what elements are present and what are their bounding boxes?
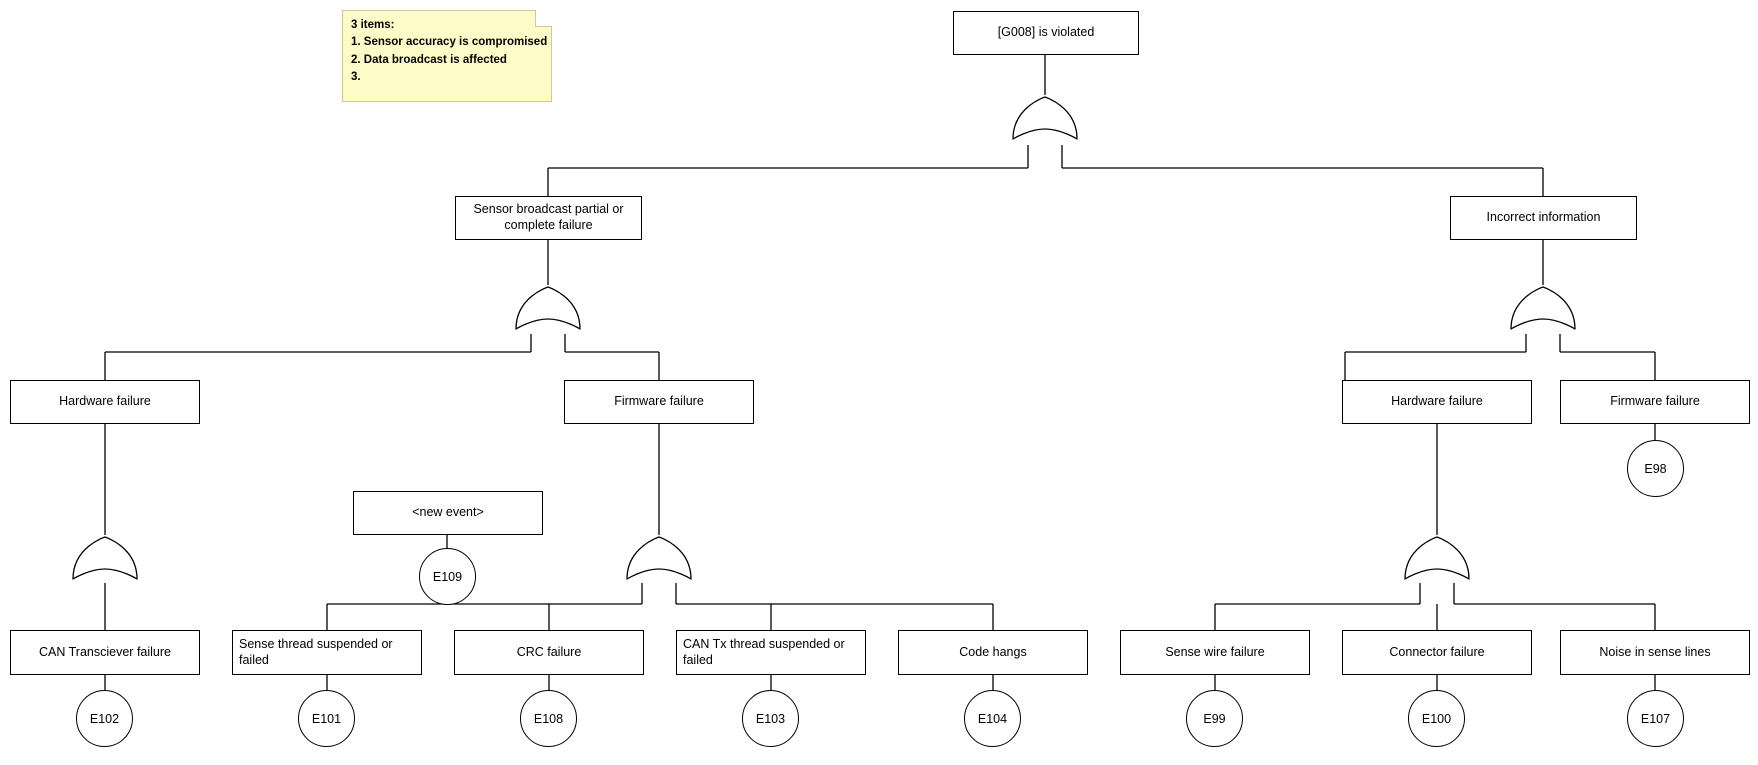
event-e107-label: E107 [1640,711,1671,726]
note-line-2: 2. Data broadcast is affected [351,53,507,66]
leaf-crc-failure-label: CRC failure [516,644,582,659]
gate-hw-right-or[interactable] [1403,535,1471,587]
event-e102-label: E102 [89,711,120,726]
leaf-noise-in-sense-lines[interactable]: Noise in sense lines [1560,630,1750,675]
event-e100-label: E100 [1421,711,1452,726]
gate-fw-left-or[interactable] [625,535,693,587]
node-sensor-broadcast-failure-label: Sensor broadcast partial or complete fai… [473,202,624,232]
note-fold-corner [535,10,552,27]
leaf-can-transceiver-failure[interactable]: CAN Transciever failure [10,630,200,675]
node-firmware-failure-right[interactable]: Firmware failure [1560,380,1750,424]
event-e107[interactable]: E107 [1627,690,1684,747]
leaf-sense-thread-suspended-label: Sense thread suspended or failed [239,636,393,667]
node-top-goal-label: [G008] is violated [997,25,1095,40]
event-e103[interactable]: E103 [742,690,799,747]
event-e98[interactable]: E98 [1627,440,1684,497]
node-hardware-failure-right[interactable]: Hardware failure [1342,380,1532,424]
event-e104-label: E104 [977,711,1008,726]
leaf-can-tx-thread-suspended-label: CAN Tx thread suspended or failed [683,636,845,667]
node-hardware-failure-left[interactable]: Hardware failure [10,380,200,424]
leaf-connector-failure-label: Connector failure [1389,644,1485,659]
node-hardware-failure-right-label: Hardware failure [1391,394,1483,409]
event-e100[interactable]: E100 [1408,690,1465,747]
event-e101[interactable]: E101 [298,690,355,747]
event-e108[interactable]: E108 [520,690,577,747]
node-new-event[interactable]: <new event> [353,491,543,535]
node-firmware-failure-left[interactable]: Firmware failure [564,380,754,424]
note-line-0: 3 items: [351,19,395,31]
gate-hw-left-or[interactable] [71,535,139,587]
sticky-note[interactable]: 3 items: 1. Sensor accuracy is compromis… [342,10,552,102]
leaf-crc-failure[interactable]: CRC failure [454,630,644,675]
leaf-sense-thread-suspended[interactable]: Sense thread suspended or failed [232,630,422,675]
event-e98-label: E98 [1644,461,1667,476]
gate-left-or[interactable] [514,285,582,337]
gate-top-or[interactable] [1011,95,1079,147]
leaf-noise-in-sense-lines-label: Noise in sense lines [1599,644,1711,659]
node-firmware-failure-left-label: Firmware failure [614,394,704,409]
node-hardware-failure-left-label: Hardware failure [59,394,151,409]
event-e109[interactable]: E109 [419,548,476,605]
node-new-event-label: <new event> [412,505,484,520]
note-line-3: 3. [351,71,361,84]
event-e99-label: E99 [1203,711,1226,726]
event-e108-label: E108 [533,711,564,726]
node-firmware-failure-right-label: Firmware failure [1610,394,1700,409]
node-top-goal[interactable]: [G008] is violated [953,11,1139,55]
event-e101-label: E101 [311,711,342,726]
node-incorrect-information[interactable]: Incorrect information [1450,196,1637,240]
leaf-code-hangs-label: Code hangs [959,644,1027,659]
node-sensor-broadcast-failure[interactable]: Sensor broadcast partial or complete fai… [455,196,642,240]
event-e103-label: E103 [755,711,786,726]
gate-right-or[interactable] [1509,285,1577,337]
leaf-can-tx-thread-suspended[interactable]: CAN Tx thread suspended or failed [676,630,866,675]
leaf-can-transceiver-failure-label: CAN Transciever failure [39,644,171,659]
node-incorrect-information-label: Incorrect information [1486,210,1601,225]
note-line-1: 1. Sensor accuracy is compromised [351,36,548,49]
event-e109-label: E109 [432,569,463,584]
event-e104[interactable]: E104 [964,690,1021,747]
event-e102[interactable]: E102 [76,690,133,747]
event-e99[interactable]: E99 [1186,690,1243,747]
leaf-sense-wire-failure-label: Sense wire failure [1165,644,1265,659]
leaf-connector-failure[interactable]: Connector failure [1342,630,1532,675]
leaf-sense-wire-failure[interactable]: Sense wire failure [1120,630,1310,675]
leaf-code-hangs[interactable]: Code hangs [898,630,1088,675]
